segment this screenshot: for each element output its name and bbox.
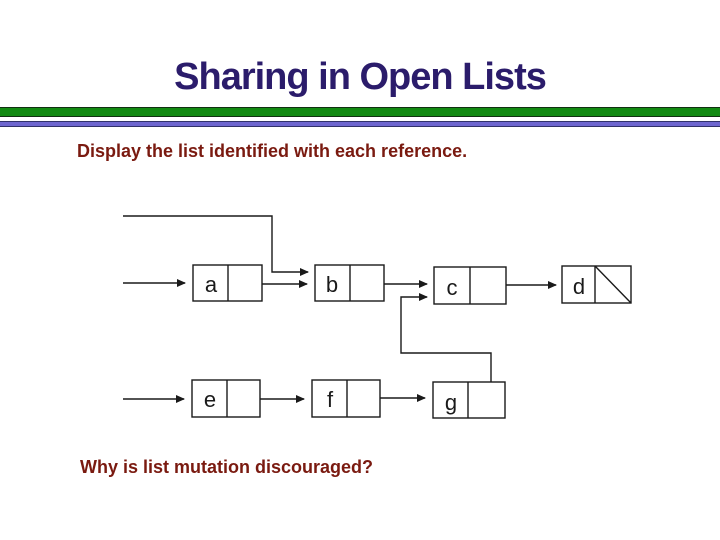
node-a: a [192,264,263,302]
node-c: c [433,266,507,305]
node-e: e [191,379,261,418]
node-b: b [314,264,385,302]
node-e-label: e [204,387,216,412]
node-d-box [561,265,632,304]
node-c-label: c [447,275,458,300]
page-title: Sharing in Open Lists [174,56,547,98]
node-g-box [432,381,506,419]
title-divider-green-bar [0,107,720,117]
node-g-label: g [445,390,457,415]
root-pointer-top-to-b-arrow [123,215,309,276]
node-f-label: f [327,387,334,412]
node-d-label: d [573,274,585,299]
node-b-label: b [326,272,338,297]
node-f-box [311,379,381,418]
node-d: d [561,265,632,304]
null-slash-icon [594,265,632,304]
node-g: g [432,381,506,419]
node-a-label: a [205,272,218,297]
g-cdr-to-c-arrow [400,293,492,402]
title-divider-purple-bar [0,121,720,127]
question-text: Why is list mutation discouraged? [80,457,374,477]
node-f: f [311,379,381,418]
node-e-box [191,379,261,418]
body-text: Display the list identified with each re… [77,141,468,161]
